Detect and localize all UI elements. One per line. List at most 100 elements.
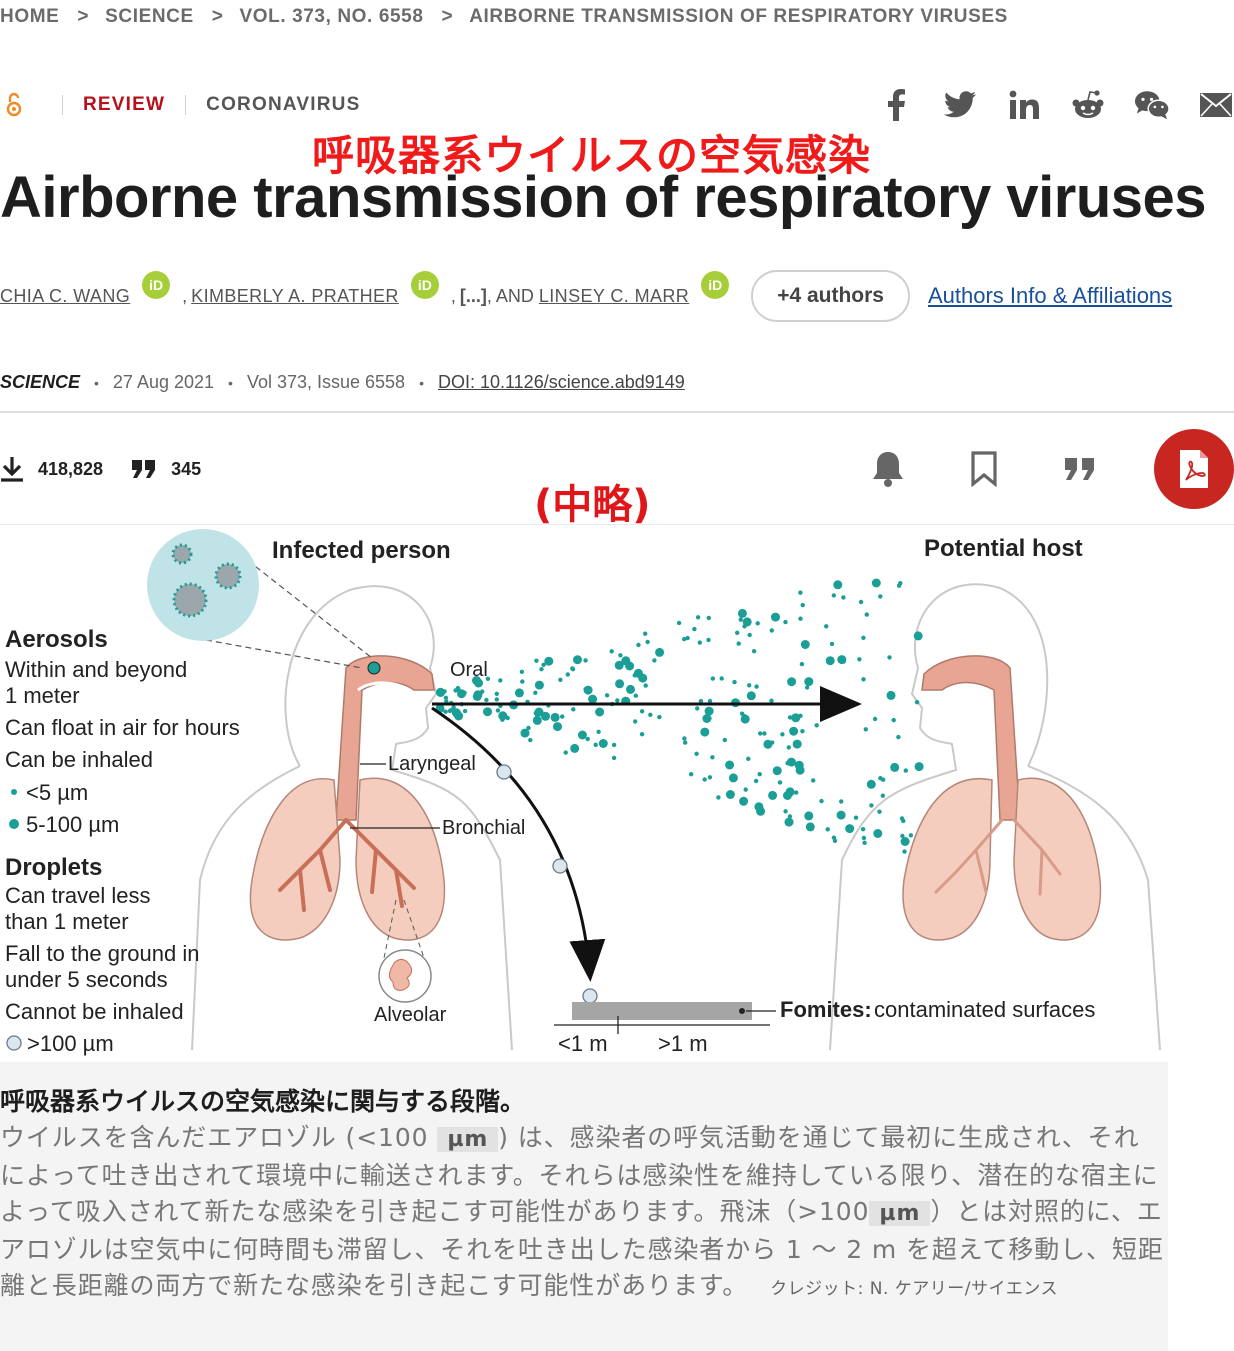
aerosol-particle	[787, 814, 793, 819]
aerosol-particle	[739, 711, 745, 716]
aerosol-particle	[614, 660, 624, 670]
aerosol-particle	[611, 742, 617, 748]
distance-far-label: >1 m	[658, 1031, 708, 1056]
aerosol-particle	[783, 791, 792, 800]
figure-caption: 呼吸器系ウイルスの空気感染に関与する段階。 ウイルスを含んだエアロゾル (<10…	[0, 1062, 1168, 1351]
aerosol-particle	[519, 669, 525, 674]
aerosol-particle	[520, 679, 525, 684]
aerosol-particle	[451, 705, 456, 710]
aerosol-particle	[861, 835, 867, 841]
caption-body: ウイルスを含んだエアロゾル (<100 µm) は、感染者の呼気活動を通じて最初…	[0, 1120, 1164, 1307]
aerosol-particle	[757, 772, 762, 777]
aerosol-particle	[456, 687, 461, 692]
potential-host-silhouette	[829, 583, 1161, 1051]
aerosol-particle	[845, 824, 855, 834]
aerosol-particle	[520, 728, 530, 738]
aerosol-particle	[695, 706, 700, 711]
aerosol-particle	[595, 707, 605, 717]
breadcrumb-home[interactable]: HOME	[0, 6, 60, 27]
aerosol-particle	[841, 659, 846, 664]
aerosol-particle	[514, 688, 524, 698]
twitter-icon[interactable]	[942, 87, 978, 123]
author-link[interactable]: LINSEY C. MARR	[538, 285, 690, 306]
aerosol-particle	[873, 829, 883, 838]
aerosol-particle	[746, 756, 751, 761]
orcid-icon[interactable]: iD	[142, 271, 171, 299]
aerosol-particle	[577, 730, 587, 740]
large-aerosol-legend-dot	[9, 819, 19, 829]
aerosol-particle	[794, 790, 799, 795]
aerosol-particle	[706, 637, 711, 643]
aerosol-particle	[878, 594, 883, 599]
aerosol-particle	[738, 617, 743, 622]
open-access-icon	[6, 92, 22, 117]
aerosol-particle	[737, 608, 747, 618]
reddit-icon[interactable]	[1070, 87, 1106, 123]
breadcrumb: HOME > SCIENCE > VOL. 373, NO. 6558 > AI…	[0, 4, 1008, 30]
aerosol-particle	[786, 745, 791, 750]
article-type-label[interactable]: REVIEW	[83, 94, 166, 115]
more-authors-button[interactable]: +4 authors	[751, 270, 910, 322]
host-lungs	[902, 777, 1102, 941]
aerosol-particle	[498, 711, 508, 721]
orcid-icon[interactable]: iD	[410, 271, 439, 299]
alveolar-inset	[378, 899, 432, 1003]
aerosol-particle	[877, 809, 882, 814]
journal-name[interactable]: SCIENCE	[0, 372, 81, 392]
share-bar	[850, 86, 1234, 124]
aerosol-particle	[706, 615, 711, 621]
aerosol-particle	[615, 679, 625, 689]
pdf-download-button[interactable]	[1154, 429, 1234, 509]
author-and: , AND	[486, 285, 534, 306]
aerosol-particle	[836, 810, 846, 820]
aerosol-particle	[716, 795, 721, 800]
aerosol-particle	[831, 593, 836, 598]
host-airway	[921, 655, 1021, 821]
breadcrumb-volume[interactable]: VOL. 373, NO. 6558	[239, 6, 424, 27]
aerosol-particle	[743, 787, 748, 792]
aerosol-particle	[799, 661, 805, 667]
aerosol-particle	[588, 694, 598, 704]
aerosols-text: Can float in air for hours	[5, 715, 240, 740]
figure-illustration: Infected person Potential host Aerosols …	[5, 529, 1161, 1056]
aerosol-particle	[878, 776, 883, 781]
doi-link[interactable]: DOI: 10.1126/science.abd9149	[437, 372, 685, 392]
aerosol-particle	[789, 726, 799, 736]
unit-chip: µm	[437, 1127, 499, 1152]
aerosol-particle	[648, 712, 653, 717]
aerosol-particle	[704, 706, 714, 716]
volume-issue[interactable]: Vol 373, Issue 6558	[246, 372, 406, 392]
email-icon[interactable]	[1198, 87, 1234, 123]
cite-icon[interactable]	[1058, 447, 1102, 491]
aerosol-particle	[861, 677, 866, 682]
bell-icon[interactable]	[866, 447, 910, 491]
facebook-icon[interactable]	[878, 87, 914, 123]
laryngeal-label: Laryngeal	[388, 753, 476, 775]
bookmark-icon[interactable]	[962, 447, 1006, 491]
aerosol-particle	[500, 717, 505, 722]
linkedin-icon[interactable]	[1006, 87, 1042, 123]
aerosol-particle	[702, 777, 707, 782]
aerosol-particle	[655, 647, 665, 657]
breadcrumb-science[interactable]: SCIENCE	[105, 6, 194, 27]
wechat-icon[interactable]	[1134, 87, 1170, 123]
author-link[interactable]: CHIA C. WANG	[0, 285, 131, 306]
aerosol-particle	[633, 693, 638, 698]
author-link[interactable]: KIMBERLY A. PRATHER	[191, 285, 399, 306]
aerosol-particle	[532, 715, 542, 725]
author-ellipsis[interactable]: [...]	[459, 285, 487, 306]
authors-affiliations-link[interactable]: Authors Info & Affiliations	[927, 283, 1173, 308]
aerosol-particle	[598, 739, 608, 748]
image-credit: クレジット: N. ケアリー/サイエンス	[770, 1279, 1058, 1299]
aerosol-particle	[860, 827, 866, 832]
aerosol-particle	[829, 641, 835, 647]
orcid-icon[interactable]: iD	[701, 271, 730, 299]
aerosols-text: 1 meter	[5, 683, 80, 708]
aerosol-particle	[800, 640, 810, 649]
aerosols-text: Can be inhaled	[5, 747, 153, 772]
topic-label[interactable]: CORONAVIRUS	[206, 94, 361, 115]
droplet-legend-dot	[6, 1035, 22, 1051]
aerosol-particle	[609, 649, 614, 654]
aerosol-particle	[698, 698, 704, 704]
aerosol-particle	[539, 667, 544, 672]
